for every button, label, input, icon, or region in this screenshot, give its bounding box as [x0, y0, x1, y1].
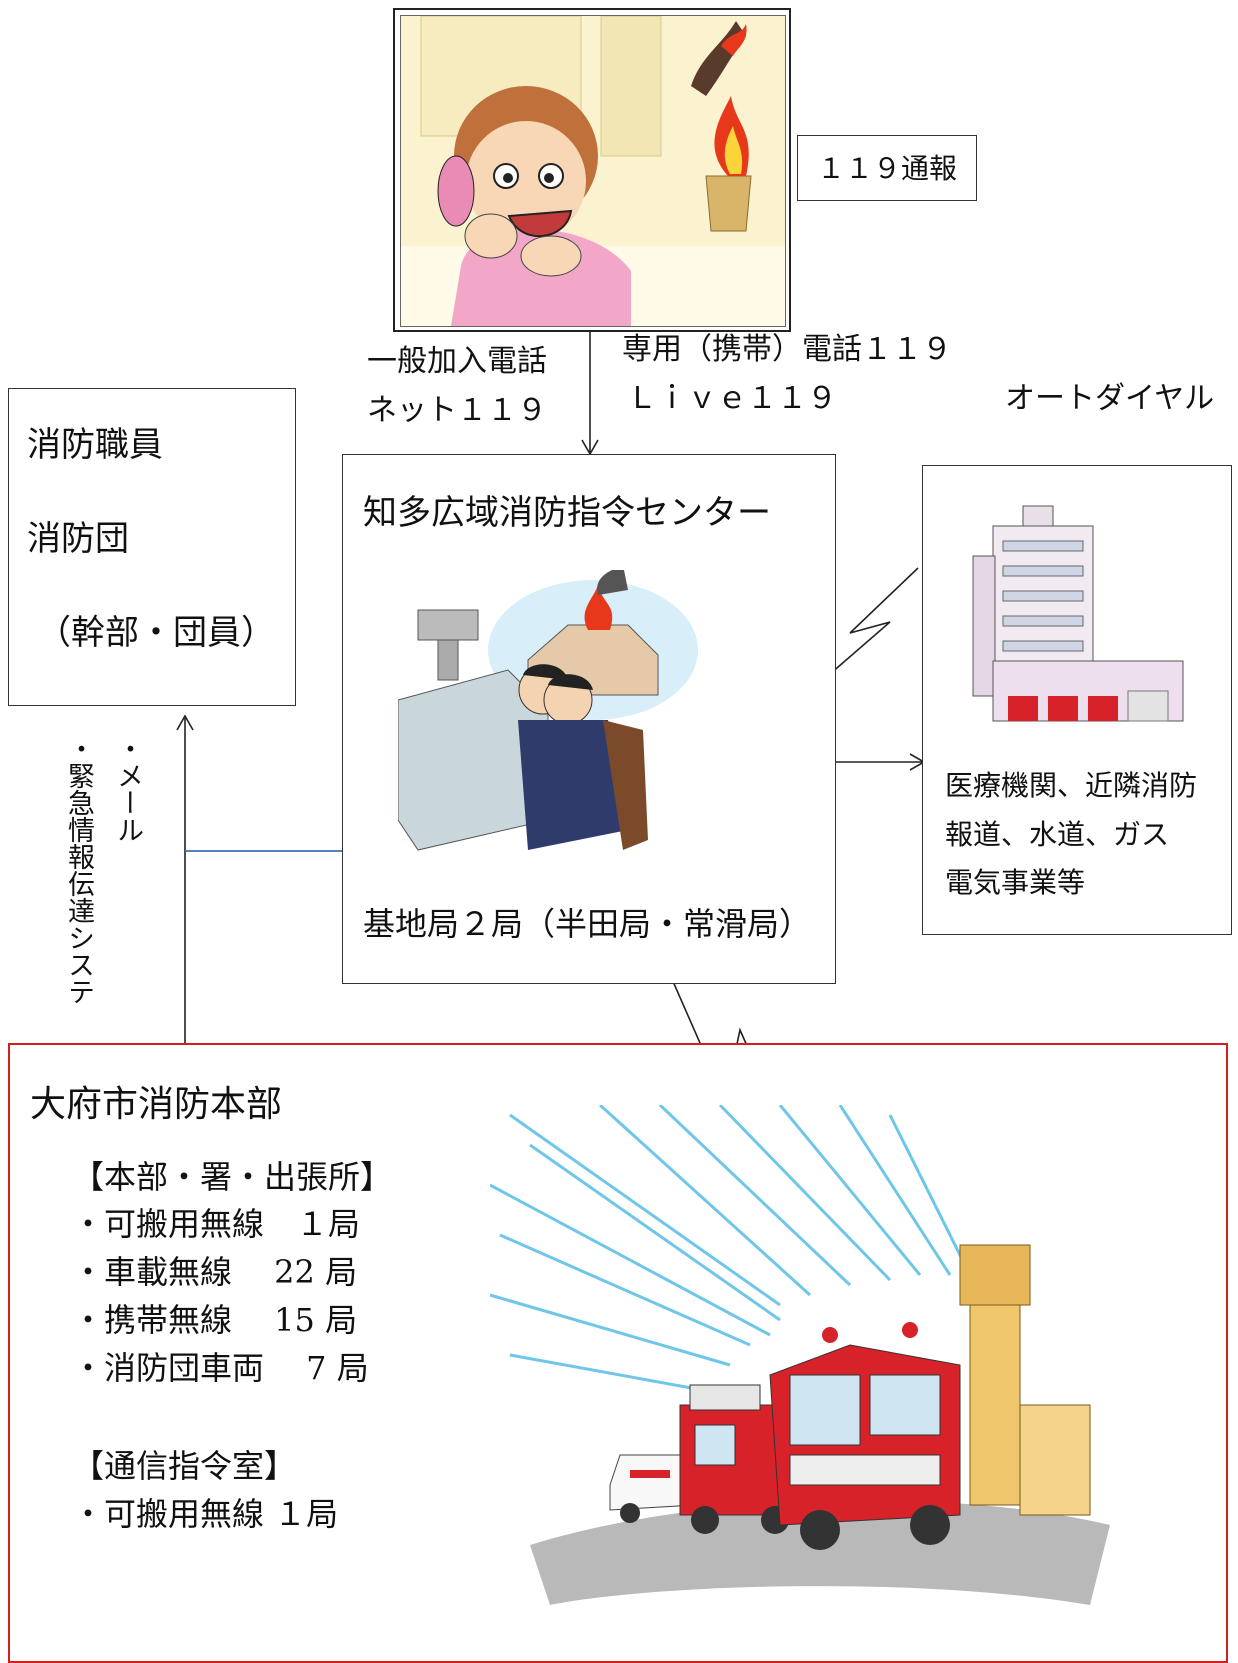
command-center-title: 知多広域消防指令センター	[363, 493, 771, 533]
hq-item-1: ・可搬用無線 １局	[72, 1205, 361, 1243]
alert-system-col-2: ・緊急情報伝達システ	[63, 735, 95, 1005]
dispatch-illustration	[398, 570, 698, 851]
caller-illustration	[400, 15, 786, 327]
fire-hq-title: 大府市消防本部	[30, 1084, 283, 1125]
staff-line-3: （幹部・団員）	[37, 613, 275, 653]
agencies-line-1: 医療機関、近隣消防	[945, 769, 1198, 802]
staff-line-1: 消防職員	[27, 425, 163, 465]
hq-item-5: ・可搬用無線 １局	[72, 1495, 339, 1533]
hq-section1-heading: 【本部・署・出張所】	[72, 1158, 393, 1196]
radio-link-agencies	[799, 567, 919, 701]
autodial-label: オートダイヤル	[1005, 381, 1215, 416]
base-stations-label: 基地局２局（半田局・常滑局）	[363, 905, 812, 943]
net119-label: ネット１１９	[367, 393, 547, 428]
caller-illustration-frame	[393, 8, 791, 332]
hq-section2-heading: 【通信指令室】	[72, 1447, 297, 1485]
hq-item-4: ・消防団車両 7 局	[72, 1349, 369, 1387]
live119-label: Ｌｉｖｅ１１９	[627, 381, 837, 416]
agencies-box: 医療機関、近隣消防 報道、水道、ガス 電気事業等	[922, 465, 1232, 935]
fire-truck-illustration	[490, 1105, 1110, 1605]
call-label: １１９通報	[816, 152, 957, 185]
hospital-building-illustration	[972, 505, 1184, 722]
command-center-box: 知多広域消防指令センター 基地局２局（半田局・常滑局）	[342, 454, 836, 984]
agencies-line-3: 電気事業等	[945, 866, 1086, 899]
agencies-line-2: 報道、水道、ガス	[945, 818, 1170, 851]
fire-hq-box: 大府市消防本部 【本部・署・出張所】 ・可搬用無線 １局 ・車載無線 22 局 …	[8, 1043, 1228, 1663]
mobile-label: 専用（携帯）電話１１９	[622, 332, 952, 367]
alert-system-col-1: ・メール	[112, 735, 144, 843]
hq-item-3: ・携帯無線 15 局	[72, 1301, 358, 1339]
staff-line-2: 消防団	[27, 519, 129, 559]
landline-label: 一般加入電話	[367, 344, 547, 379]
staff-box: 消防職員 消防団 （幹部・団員）	[8, 388, 296, 706]
call-label-box: １１９通報	[797, 135, 977, 201]
hq-item-2: ・車載無線 22 局	[72, 1253, 358, 1291]
